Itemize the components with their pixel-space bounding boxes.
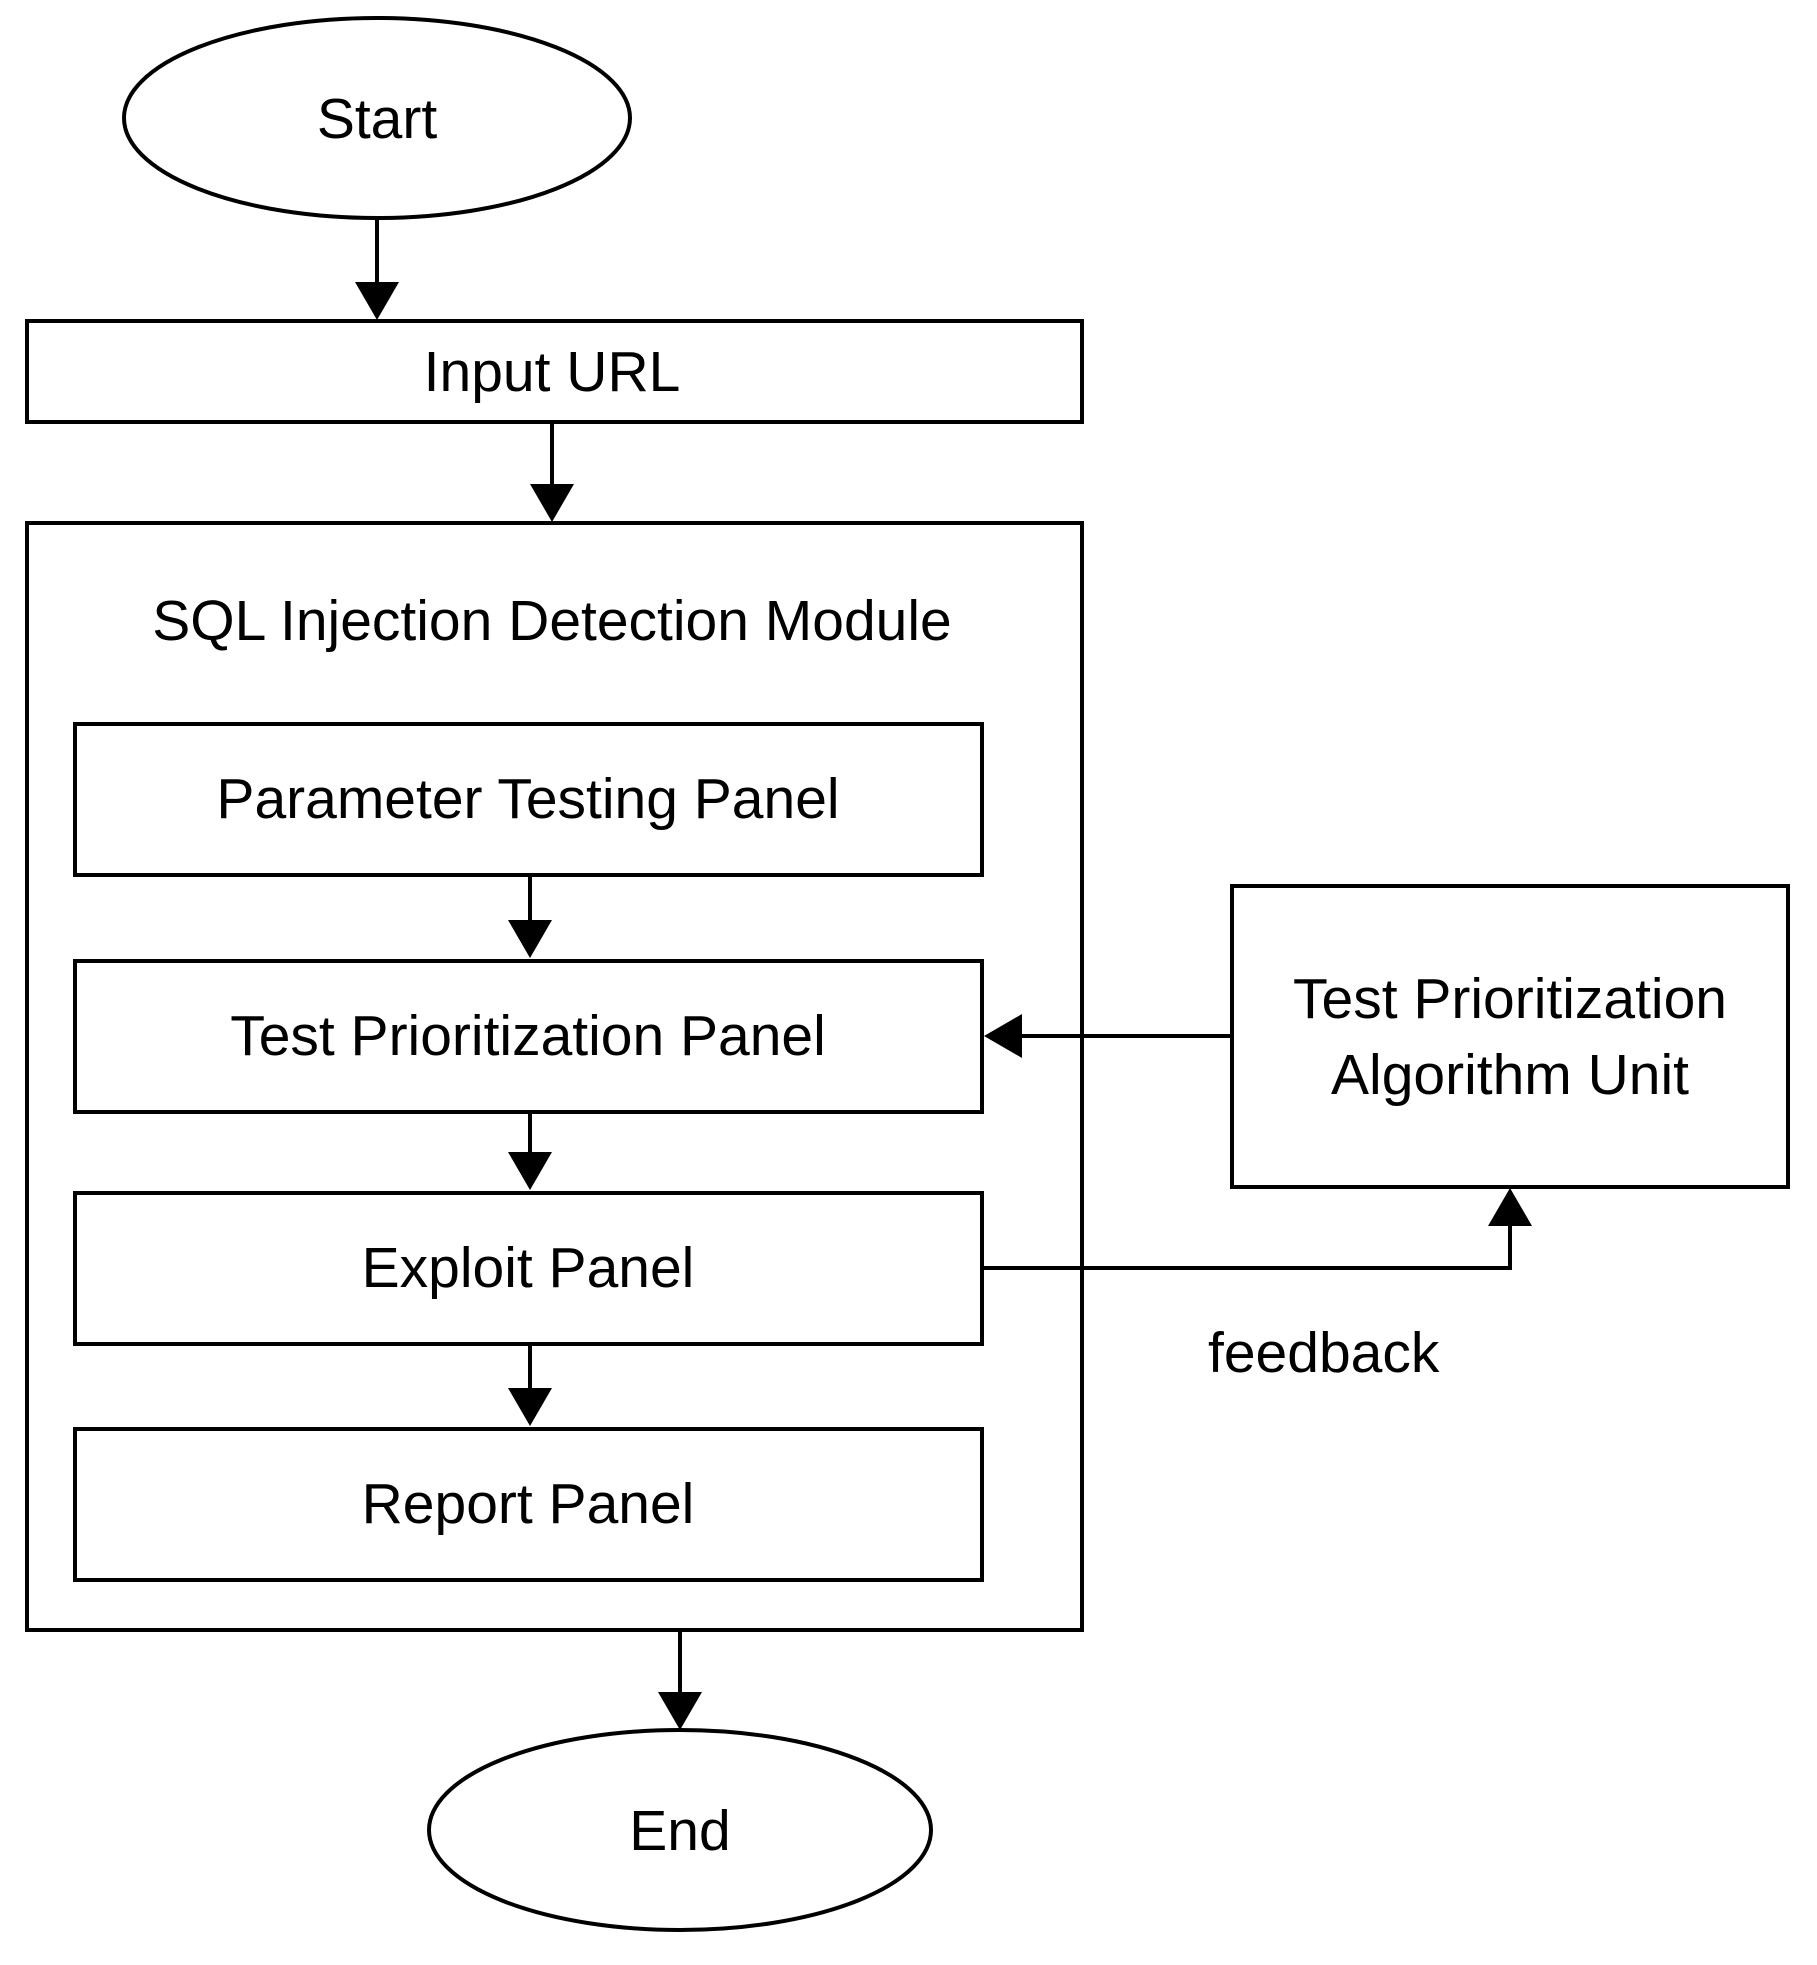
algorithm-unit-label-line1: Test Prioritization <box>1293 967 1727 1031</box>
end-label: End <box>629 1799 730 1863</box>
parameter-testing-panel-node: Parameter Testing Panel <box>73 722 984 877</box>
arrow-exploit-to-report <box>508 1344 552 1426</box>
test-prioritization-panel-node: Test Prioritization Panel <box>73 959 984 1114</box>
module-title: SQL Injection Detection Module <box>152 589 952 653</box>
feedback-label: feedback <box>1208 1321 1440 1385</box>
arrow-prioritization-to-exploit <box>508 1112 552 1190</box>
algorithm-unit-label-line2: Algorithm Unit <box>1331 1043 1689 1107</box>
test-prioritization-label: Test Prioritization Panel <box>230 1004 826 1068</box>
input-url-node: Input URL <box>25 319 1084 424</box>
arrow-exploit-feedback-to-algorithm <box>982 1188 1532 1270</box>
exploit-label: Exploit Panel <box>362 1236 695 1300</box>
exploit-panel-node: Exploit Panel <box>73 1191 984 1346</box>
start-label: Start <box>317 87 438 151</box>
arrow-start-to-input <box>355 218 399 320</box>
start-node: Start <box>122 16 632 220</box>
arrow-input-to-module <box>530 422 574 522</box>
algorithm-unit-node: Test Prioritization Algorithm Unit <box>1230 884 1790 1189</box>
parameter-testing-label: Parameter Testing Panel <box>216 767 839 831</box>
end-node: End <box>427 1728 933 1932</box>
arrow-parameter-to-prioritization <box>508 875 552 958</box>
arrow-algorithm-to-prioritization <box>984 1014 1232 1058</box>
arrow-module-to-end <box>658 1630 702 1730</box>
input-url-label: Input URL <box>424 340 681 404</box>
report-label: Report Panel <box>362 1472 695 1536</box>
report-panel-node: Report Panel <box>73 1427 984 1582</box>
